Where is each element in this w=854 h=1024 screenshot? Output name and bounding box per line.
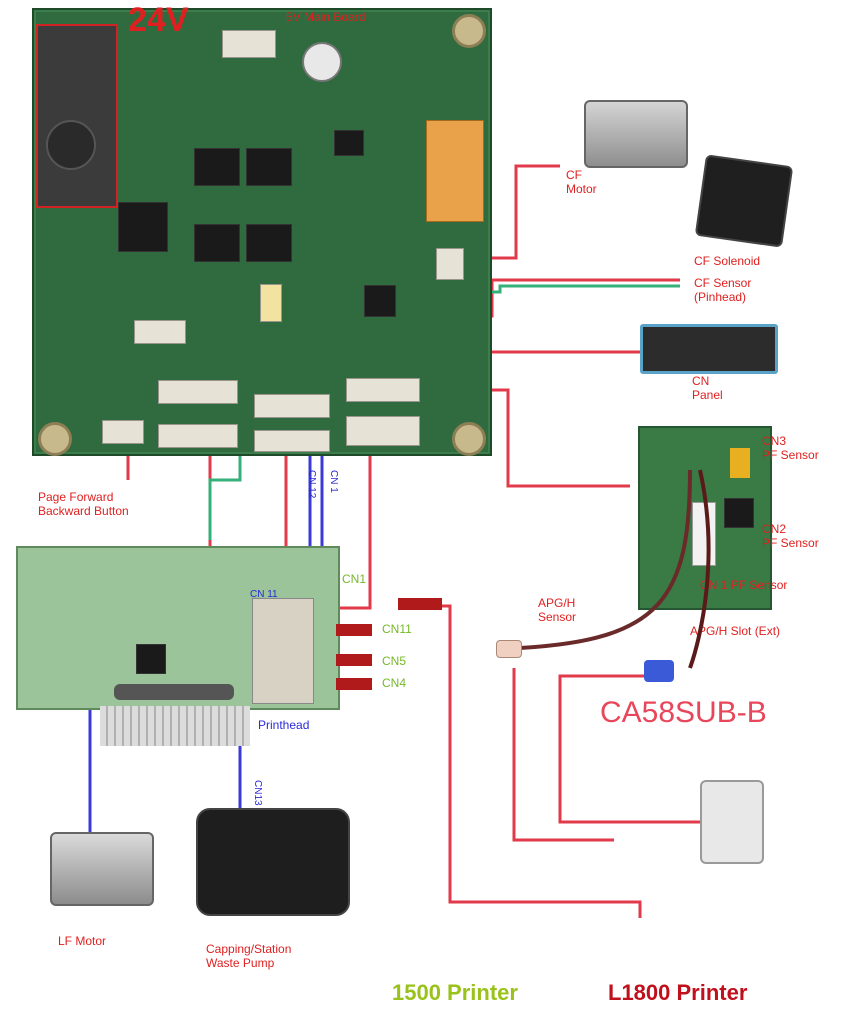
panel-label: CN Panel — [692, 374, 723, 402]
printhead-label: Printhead — [258, 718, 310, 732]
sub-board-connector — [730, 448, 750, 478]
small-board — [16, 546, 340, 710]
sub-cn3-label: CN3 PF Sensor — [762, 434, 819, 462]
cf-motor-label: CF Motor — [566, 168, 597, 196]
apg-sensor-label: APG/H Sensor — [538, 596, 577, 624]
wire-apg-left — [512, 668, 614, 842]
capping-pump-image — [196, 808, 350, 916]
wire-green-down — [208, 440, 242, 540]
blue-label-1: CN 11 — [250, 589, 278, 600]
wire-cf-motor — [490, 164, 560, 260]
small-cn4-label: CN4 — [382, 676, 407, 690]
mount-hole-br — [452, 422, 486, 456]
connector-b — [158, 380, 238, 404]
blue-label-3: CN13 — [252, 780, 263, 806]
lf-motor-label: LF Motor — [58, 934, 107, 948]
apg-blue-connector — [644, 660, 674, 682]
main-board-title: 5V Main Board — [286, 10, 366, 24]
relay — [426, 120, 484, 222]
connector-a — [134, 320, 186, 344]
flat-cable — [100, 706, 250, 746]
blue-label-2: CN 12 — [306, 470, 317, 499]
main-board — [32, 8, 492, 456]
sub-cn2-label: CN2 PF Sensor — [762, 522, 819, 550]
wire-green-sensor — [490, 284, 680, 294]
chip-3 — [246, 148, 292, 186]
apg-ext-label: APG/H Slot (Ext) — [690, 624, 781, 638]
lf-motor-image — [50, 832, 154, 906]
legend-1500: 1500 Printer — [392, 980, 518, 1005]
small-board-chip — [136, 644, 166, 674]
wire-red-down-3 — [340, 440, 372, 610]
small-board-row — [114, 684, 234, 700]
cf-sensor-label: CF Sensor (Pinhead) — [694, 276, 752, 304]
small-board-connectors — [252, 598, 314, 704]
solenoid-label: CF Solenoid — [694, 254, 761, 268]
connector-i — [260, 284, 282, 322]
red-connector-top — [398, 598, 442, 610]
inductor — [46, 120, 96, 170]
connector-top — [222, 30, 276, 58]
sub-board-sensor-strip — [692, 502, 716, 566]
legend-l1800: L1800 Printer — [608, 980, 748, 1005]
capping-pump-label: Capping/Station Waste Pump — [206, 942, 292, 970]
chip-6 — [334, 130, 364, 156]
capacitor — [302, 42, 342, 82]
red-connector-3 — [336, 678, 372, 690]
cf-motor-image — [584, 100, 688, 168]
small-cn11-label: CN11 — [382, 622, 412, 636]
blue-label-4: CN 1 — [328, 470, 339, 493]
red-connector-2 — [336, 654, 372, 666]
voltage-label: 24V — [128, 1, 189, 39]
red-connector-1 — [336, 624, 372, 636]
chip-7 — [364, 285, 396, 317]
connector-j — [436, 248, 464, 280]
feed-buttons-label: Page Forward Backward Button — [38, 490, 129, 518]
connector-g — [346, 416, 420, 446]
sub-board-name: CA58SUB-B — [600, 696, 767, 729]
mount-hole-tr — [452, 14, 486, 48]
connector-h — [102, 420, 144, 444]
sub-cn1-label: CN 1 PF Sensor — [700, 578, 788, 592]
connector-d — [254, 394, 330, 418]
wire-apg-right — [558, 674, 722, 824]
panel-image — [640, 324, 778, 374]
sub-board-chip — [724, 498, 754, 528]
apg-slot-image — [700, 780, 764, 864]
connector-c — [158, 424, 238, 448]
mount-hole-bl — [38, 422, 72, 456]
apg-sensor-plug — [496, 640, 522, 658]
connector-f — [346, 378, 420, 402]
small-cn5-label: CN5 — [382, 654, 407, 668]
small-cn1-label: CN1 — [342, 572, 367, 586]
connector-e — [254, 430, 330, 452]
chip-4 — [194, 224, 240, 262]
power-module — [36, 24, 118, 208]
chip-2 — [194, 148, 240, 186]
chip-1 — [118, 202, 168, 252]
chip-5 — [246, 224, 292, 262]
